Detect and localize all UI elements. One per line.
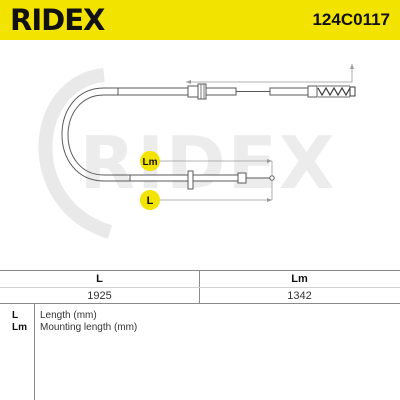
legend-divider [34, 303, 35, 400]
cable-drawing: RIDEX [38, 64, 356, 239]
part-number: 124C0117 [312, 10, 390, 29]
brand-logo: RIDEX [10, 3, 105, 37]
legend-symbol-l: L [12, 310, 19, 321]
cable-inner [67, 94, 132, 176]
cable-outer [61, 87, 132, 182]
lm-badge-label: Lm [143, 157, 158, 168]
table-header-lm: Lm [291, 273, 308, 285]
upper-connector [187, 85, 199, 98]
lower-sheath [129, 174, 189, 182]
upper-sheath [117, 87, 189, 96]
spring-cap [349, 86, 356, 97]
watermark: RIDEX [80, 121, 337, 205]
table-value-l: 1925 [87, 290, 112, 302]
upper-sleeve [205, 87, 237, 96]
table-header-l: L [96, 273, 103, 285]
spring-end [317, 86, 351, 97]
top-arrow-left [186, 80, 191, 84]
table-value-lm: 1342 [287, 290, 312, 302]
upper-ferrule [197, 83, 207, 100]
legend-description-lm: Mounting length (mm) [40, 322, 138, 333]
l-badge-label: L [147, 195, 154, 207]
l-badge [140, 190, 160, 210]
legend-symbol-lm: Lm [12, 322, 27, 333]
lower-end-nipple [269, 175, 275, 181]
lower-connector [237, 172, 247, 184]
top-arrow [350, 64, 354, 69]
legend-description-l: Length (mm) [40, 310, 97, 321]
upper-end-block [307, 85, 318, 98]
background-arc [38, 68, 113, 239]
top-reference-line [186, 64, 353, 83]
legend: L Length (mm) Lm Mounting length (mm) [0, 303, 400, 400]
table-row-divider [0, 287, 400, 288]
dimensions-table: L Lm 1925 1342 [0, 270, 400, 304]
lm-badge [140, 151, 160, 171]
upper-end-sleeve [269, 87, 309, 96]
lower-bracket [187, 170, 194, 190]
lm-arrow [267, 159, 272, 163]
lower-sleeve [192, 174, 239, 182]
l-arrow [267, 198, 272, 202]
header-bar: RIDEX 124C0117 [0, 0, 400, 40]
